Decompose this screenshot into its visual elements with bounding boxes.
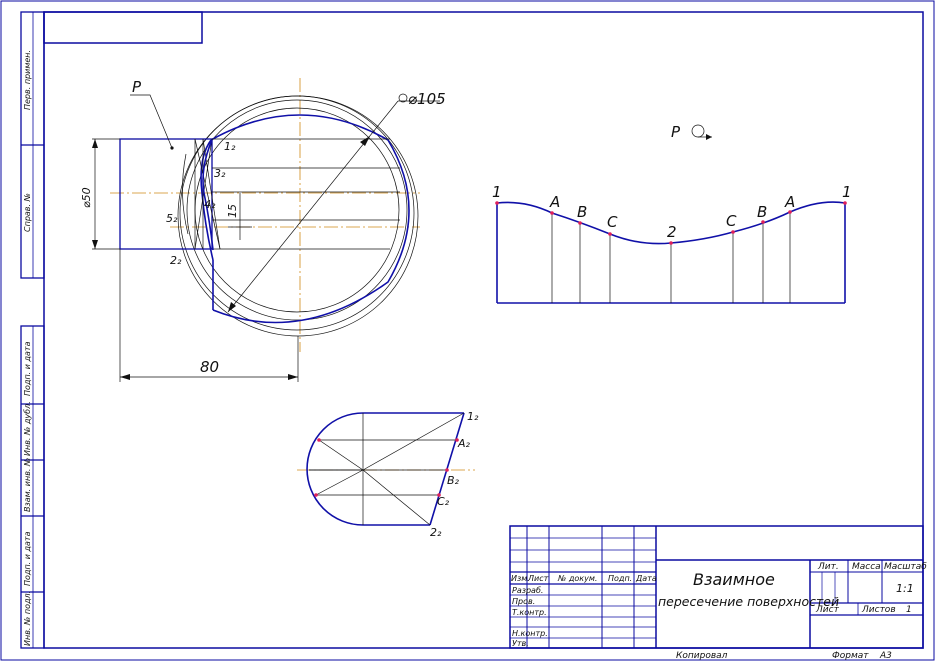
tb-scale: Масштаб — [884, 562, 927, 572]
strip-label-dubl: Инв. № дубл. — [23, 401, 32, 456]
dev-label-b-left: B — [577, 203, 587, 221]
dev-label-b-right: B — [757, 203, 767, 221]
side-strip: Перв. примен. Справ. № Подп. и дата Инв.… — [20, 11, 45, 649]
sphere-diameter-dim: ⌀105 — [408, 90, 446, 108]
strip-label-podp1: Подп. и дата — [23, 341, 32, 396]
plane-label: P — [132, 78, 142, 96]
strip-label-podl: Инв. № подл. — [23, 591, 32, 646]
tb-sheets: Листов — [861, 605, 896, 615]
strip-label-perv: Перв. примен. — [23, 50, 32, 110]
tb-row-tkontr: Т.контр. — [512, 608, 547, 617]
title-block: Изм. Лист № докум. Подп. Дата Разраб. Пр… — [509, 525, 927, 661]
point-1-front: 1₂ — [224, 140, 236, 153]
point-4-front: 4₂ — [204, 198, 216, 211]
length-dim: 80 — [200, 358, 219, 376]
section-label-c: C₂ — [437, 495, 450, 508]
front-view: ⌀50 15 ⌀105 80 P 1₂ 3₂ 4₂ 5₂ 2₂ — [80, 78, 446, 382]
strip-label-sprav: Справ. № — [23, 193, 32, 232]
tb-col-izm: Изм. — [511, 574, 530, 583]
dev-label-c-left: C — [607, 213, 618, 231]
tb-row-nkontr: Н.контр. — [512, 629, 548, 638]
development-view: P 1 A B C 2 C B A 1 — [492, 123, 852, 304]
dev-label-a-right: A — [784, 193, 795, 211]
development-title: P — [671, 123, 681, 141]
section-label-a: A₂ — [457, 437, 471, 450]
offset-dim: 15 — [226, 204, 239, 218]
tb-title-line1: Взаимное — [693, 570, 775, 589]
point-2-front: 2₂ — [170, 254, 182, 267]
tb-copied: Копировал — [676, 651, 728, 661]
tb-lit: Лит. — [817, 562, 839, 572]
tb-col-list: Лист — [527, 574, 549, 583]
section-label-b: B₂ — [447, 474, 460, 487]
cyl-diameter-dim: ⌀50 — [80, 187, 93, 208]
tb-scale-value: 1:1 — [896, 582, 914, 595]
intersection-curve-front — [210, 114, 410, 324]
dev-label-1-right: 1 — [842, 183, 852, 201]
point-5-front: 5₂ — [166, 212, 178, 225]
tb-mass: Масса — [852, 562, 881, 572]
section-label-2: 2₂ — [430, 526, 442, 539]
tb-row-utv: Утв. — [512, 639, 529, 648]
dev-label-a-left: A — [549, 193, 560, 211]
tb-col-podp: Подп. — [608, 574, 632, 583]
tb-title-line2: пересечение поверхностей — [658, 594, 839, 609]
tb-row-razrab: Разраб. — [512, 586, 543, 595]
section-label-1: 1₂ — [467, 410, 479, 423]
point-3-front: 3₂ — [214, 167, 226, 180]
tb-col-doc: № докум. — [557, 574, 597, 583]
section-view: 1₂ A₂ B₂ C₂ 2₂ — [297, 410, 479, 539]
strip-label-vzam: Взам. инв. № — [23, 458, 32, 512]
dev-label-c-right: C — [726, 212, 737, 230]
tb-format-value: А3 — [879, 651, 892, 661]
tb-sheet: Лист — [815, 605, 840, 615]
tb-sheets-value: 1 — [906, 605, 912, 615]
tb-format: Формат — [832, 651, 869, 661]
tb-col-data: Дата — [635, 574, 657, 583]
dev-label-1-left: 1 — [492, 183, 502, 201]
strip-label-podp2: Подп. и дата — [23, 531, 32, 586]
tb-row-prov: Пров. — [512, 597, 535, 606]
dev-label-2: 2 — [667, 223, 677, 241]
